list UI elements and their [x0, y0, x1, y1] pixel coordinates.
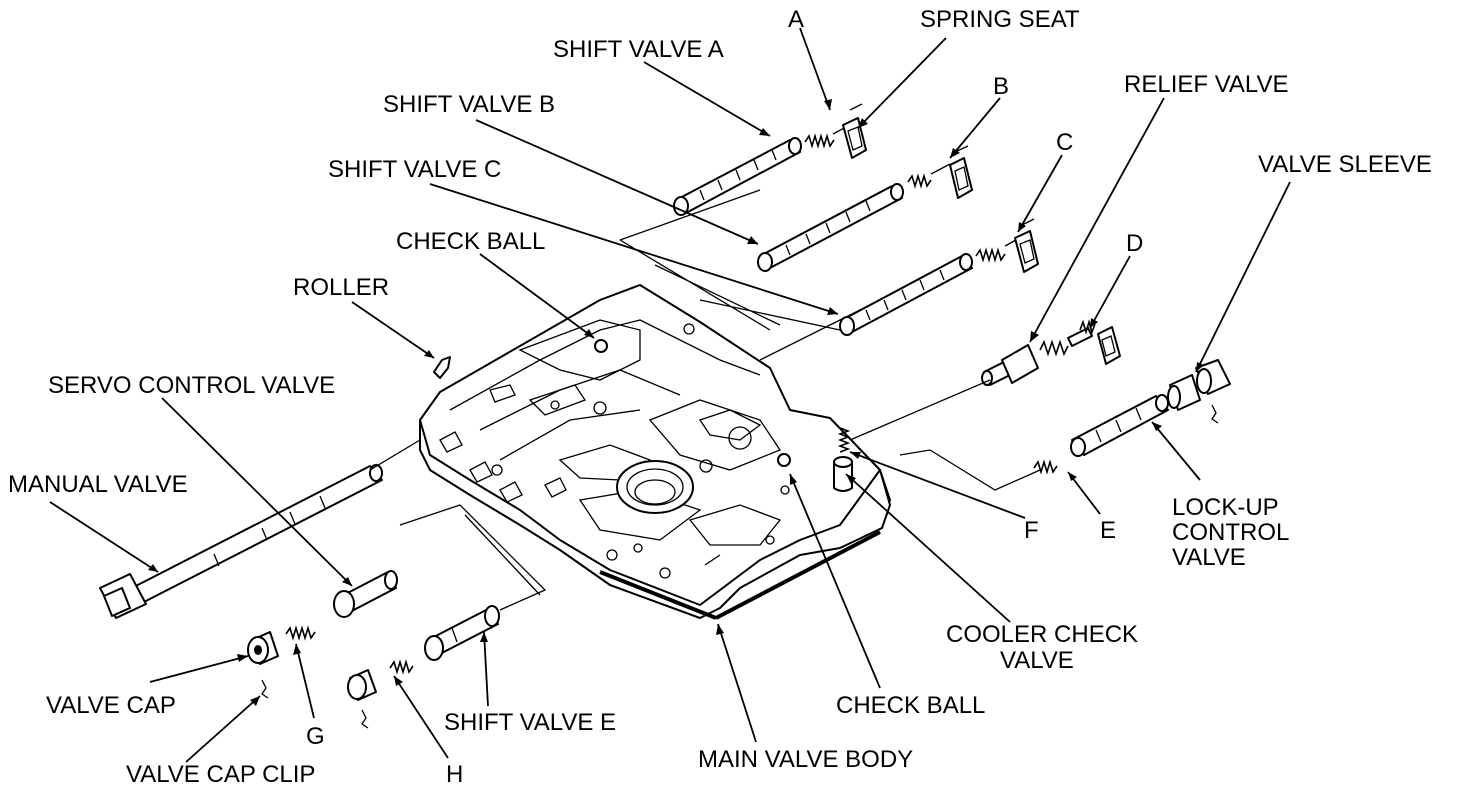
label-shift-valve-b: SHIFT VALVE B: [383, 91, 555, 118]
label-spring-seat: SPRING SEAT: [920, 6, 1080, 33]
shift-valve-c-part: [839, 218, 1039, 336]
label-valve-sleeve: VALVE SLEEVE: [1258, 151, 1432, 178]
label-b: B: [993, 73, 1009, 100]
relief-valve-part: [981, 319, 1121, 386]
label-shift-valve-e: SHIFT VALVE E: [444, 709, 616, 736]
manual-valve-part: [99, 464, 383, 619]
label-manual-valve: MANUAL VALVE: [8, 471, 188, 498]
label-g: G: [306, 723, 325, 750]
label-lockup-line3: VALVE: [1172, 544, 1246, 571]
label-servo-control-valve: SERVO CONTROL VALVE: [48, 372, 335, 399]
label-cooler-line1: COOLER CHECK: [946, 621, 1138, 648]
lockup-control-valve-part: [1033, 359, 1231, 475]
label-valve-cap: VALVE CAP: [46, 692, 176, 719]
shift-valve-e-part: [347, 605, 500, 729]
label-a: A: [788, 6, 804, 33]
label-main-valve-body: MAIN VALVE BODY: [698, 746, 913, 773]
servo-control-valve-part: [247, 570, 398, 699]
label-cooler-line2: VALVE: [1000, 647, 1074, 674]
label-roller: ROLLER: [293, 274, 389, 301]
label-c: C: [1056, 129, 1073, 156]
label-e: E: [1100, 517, 1116, 544]
shift-valve-a-part: [673, 103, 867, 216]
label-check-ball-top: CHECK BALL: [396, 228, 545, 255]
label-d: D: [1126, 230, 1143, 257]
shift-valve-b-part: [757, 145, 973, 272]
label-lockup-line2: CONTROL: [1172, 519, 1289, 546]
label-f: F: [1024, 517, 1039, 544]
label-check-ball-bottom: CHECK BALL: [836, 692, 985, 719]
leader-lines: [49, 27, 1291, 763]
roller-part: [433, 356, 451, 379]
label-valve-cap-clip: VALVE CAP CLIP: [126, 761, 315, 788]
label-relief-valve: RELIEF VALVE: [1124, 71, 1289, 98]
main-valve-body-part: [419, 284, 891, 620]
label-shift-valve-c: SHIFT VALVE C: [328, 156, 501, 183]
label-lockup-line1: LOCK-UP: [1172, 494, 1279, 521]
label-h: H: [446, 761, 463, 788]
label-shift-valve-a: SHIFT VALVE A: [553, 36, 724, 63]
